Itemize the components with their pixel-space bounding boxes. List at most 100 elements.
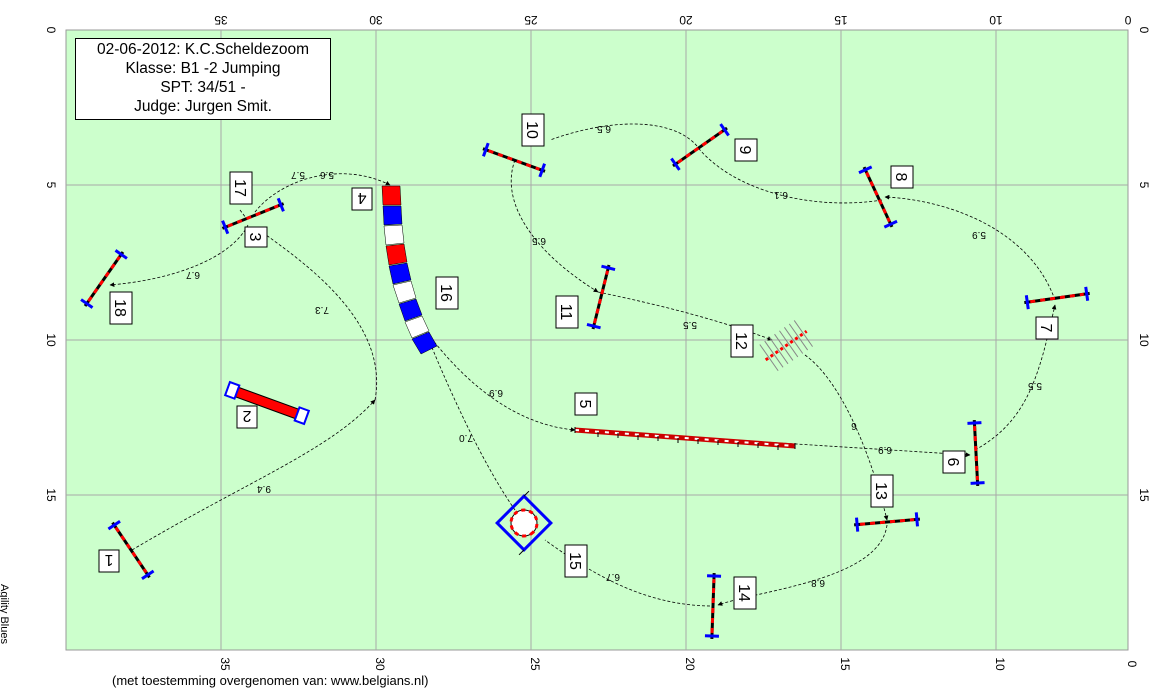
obstacles xyxy=(80,123,1090,640)
hurdle-10 xyxy=(482,142,546,178)
right-tick-0: 0 xyxy=(1137,27,1151,34)
number-18: 18 xyxy=(109,291,133,325)
bottom-tick-0: 0 xyxy=(1125,661,1139,668)
number-11-text: 11 xyxy=(557,304,574,321)
number-3: 3 xyxy=(244,226,268,248)
hurdle-7 xyxy=(1024,286,1090,310)
number-12: 12 xyxy=(730,324,754,358)
course-info-box: 02-06-2012: K.C.Scheldezoom Klasse: B1 -… xyxy=(75,38,331,120)
distance-label: 5.7 xyxy=(291,169,305,180)
number-3-text: 3 xyxy=(246,233,263,242)
number-7-text: 7 xyxy=(1037,324,1054,333)
number-6: 6 xyxy=(942,450,966,474)
number-13: 13 xyxy=(870,474,894,508)
number-9: 9 xyxy=(734,138,758,162)
distance-label: 6.5 xyxy=(532,235,546,246)
bottom-tick-30: 30 xyxy=(373,657,387,671)
hurdle-18 xyxy=(80,249,128,309)
hurdle-6 xyxy=(967,419,985,487)
number-9-text: 9 xyxy=(736,146,753,155)
weave-12 xyxy=(759,320,813,372)
left-tick-5: 5 xyxy=(44,182,58,189)
ruler-labels: 35 30 25 20 15 10 0 35 30 25 20 15 10 0 … xyxy=(44,13,1151,671)
top-tick-10: 10 xyxy=(989,13,1003,27)
number-16: 16 xyxy=(435,276,459,310)
event-class: Klasse: B1 -2 Jumping xyxy=(125,60,281,77)
top-tick-35: 35 xyxy=(214,13,228,27)
number-4-text: 4 xyxy=(357,189,366,206)
number-8-text: 8 xyxy=(892,173,909,182)
bottom-tick-10: 10 xyxy=(993,657,1007,671)
bottom-tick-35: 35 xyxy=(218,657,232,671)
tyre-15 xyxy=(495,490,553,556)
number-15: 15 xyxy=(564,544,588,578)
number-18-text: 18 xyxy=(111,299,128,317)
distance-label: 6.8 xyxy=(811,577,825,588)
left-tick-10: 10 xyxy=(44,333,58,347)
top-tick-15: 15 xyxy=(834,13,848,27)
grid xyxy=(66,30,1128,650)
distance-label: 7.3 xyxy=(315,304,329,315)
event-spt: SPT: 34/51 - xyxy=(160,79,246,96)
distance-labels: 9.4 7.3 5.6 6.9 6.9 5.5 5.9 6.1 6.5 6.5 … xyxy=(186,123,1042,588)
left-tick-15: 15 xyxy=(44,488,58,502)
hurdle-9 xyxy=(670,123,730,171)
distance-label: 6.7 xyxy=(606,571,620,582)
number-14: 14 xyxy=(733,576,757,610)
hurdle-3 xyxy=(221,197,285,235)
number-7: 7 xyxy=(1035,316,1059,340)
event-date-club: 02-06-2012: K.C.Scheldezoom xyxy=(97,41,309,58)
top-tick-0: 0 xyxy=(1124,13,1131,27)
obstacle-numbers: 1 2 3 4 5 6 7 8 xyxy=(98,113,1059,610)
bottom-tick-15: 15 xyxy=(838,657,852,671)
hurdle-14 xyxy=(704,572,722,640)
distance-label: 6 xyxy=(851,420,857,431)
right-tick-5: 5 xyxy=(1137,182,1151,189)
number-1-text: 1 xyxy=(104,551,113,568)
distance-label: 6.7 xyxy=(186,269,200,280)
brand-text: Agility Blues xyxy=(0,584,10,644)
distance-label: 5.5 xyxy=(683,319,697,330)
table-2 xyxy=(223,380,311,426)
number-15-text: 15 xyxy=(566,552,583,570)
right-tick-10: 10 xyxy=(1137,333,1151,347)
distance-label: 9.4 xyxy=(257,483,271,494)
number-13-text: 13 xyxy=(872,482,889,500)
number-11: 11 xyxy=(555,295,579,329)
number-16-text: 16 xyxy=(437,284,454,302)
distance-label: 5.5 xyxy=(1028,380,1042,391)
number-2: 2 xyxy=(236,405,258,429)
top-tick-25: 25 xyxy=(524,13,538,27)
hurdle-13 xyxy=(853,512,921,532)
tunnel-4-16 xyxy=(381,185,438,355)
distance-label: 5.9 xyxy=(972,229,986,240)
left-tick-0: 0 xyxy=(44,27,58,34)
hurdle-11 xyxy=(586,264,616,330)
top-tick-30: 30 xyxy=(369,13,383,27)
credit-text: (met toestemming overgenomen van: www.be… xyxy=(112,673,429,688)
right-tick-15: 15 xyxy=(1137,488,1151,502)
hurdle-1 xyxy=(107,519,155,581)
top-tick-20: 20 xyxy=(679,13,693,27)
bottom-tick-20: 20 xyxy=(683,657,697,671)
distance-label: 6.9 xyxy=(489,387,503,398)
bottom-tick-25: 25 xyxy=(528,657,542,671)
hurdle-8 xyxy=(858,165,898,229)
event-judge: Judge: Jurgen Smit. xyxy=(134,98,272,115)
number-5: 5 xyxy=(574,392,598,416)
number-6-text: 6 xyxy=(944,458,961,467)
number-10: 10 xyxy=(521,113,545,147)
number-10-text: 10 xyxy=(523,121,540,139)
number-14-text: 14 xyxy=(735,584,752,602)
distance-label: 7.0 xyxy=(459,432,473,443)
number-8: 8 xyxy=(890,165,914,189)
number-17: 17 xyxy=(229,171,253,205)
number-12-text: 12 xyxy=(732,332,749,350)
number-1: 1 xyxy=(98,549,120,573)
dogwalk-5 xyxy=(574,427,796,450)
number-5-text: 5 xyxy=(576,400,593,409)
distance-label: 6.5 xyxy=(597,123,611,134)
number-2-text: 2 xyxy=(242,407,251,424)
number-4: 4 xyxy=(351,187,373,211)
